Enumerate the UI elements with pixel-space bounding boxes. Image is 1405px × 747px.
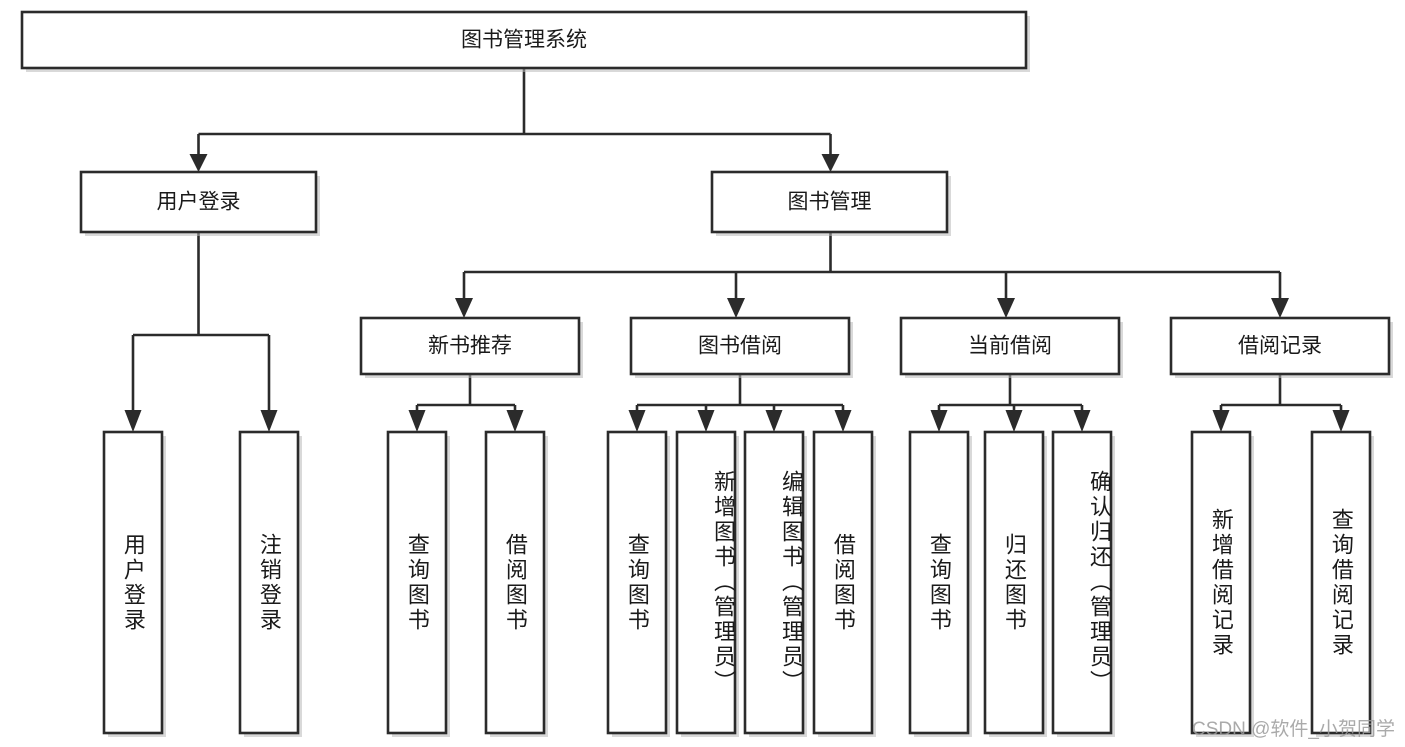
arrowhead-leaf-add-record (1212, 410, 1230, 432)
arrowhead-leaf-user-login (124, 410, 142, 432)
leaf-add-book-box[interactable] (675, 430, 737, 735)
new-book-rec-node-label: 新书推荐 (428, 335, 512, 358)
user-login-node-box[interactable] (79, 170, 318, 234)
leaf-query-book-3-box[interactable] (908, 430, 970, 735)
book-borrow-node-label: 图书借阅 (698, 335, 782, 358)
new-book-rec-node-box[interactable] (359, 316, 581, 376)
arrowhead-leaf-borrow-book-1 (506, 410, 524, 432)
leaf-query-book-1-box[interactable] (386, 430, 448, 735)
leaf-add-record-box[interactable] (1190, 430, 1252, 735)
leaf-query-record-box[interactable] (1310, 430, 1372, 735)
connector-layer (124, 68, 1350, 432)
root-node-label: 图书管理系统 (461, 29, 587, 52)
arrowhead-book-mgmt (821, 154, 840, 172)
arrowhead-leaf-query-book-3 (930, 410, 948, 432)
leaf-query-book-2-box[interactable] (606, 430, 668, 735)
borrow-record-node-box[interactable] (1169, 316, 1391, 376)
arrowhead-leaf-add-book (697, 410, 715, 432)
borrow-record-node-label: 借阅记录 (1238, 335, 1322, 358)
arrowhead-leaf-query-record (1332, 410, 1350, 432)
arrowhead-leaf-query-book-2 (628, 410, 646, 432)
arrowhead-user-login (189, 154, 208, 172)
arrowhead-new-book-rec (455, 298, 473, 318)
arrowhead-current-borrow (997, 298, 1015, 318)
leaf-edit-book-box[interactable] (743, 430, 805, 735)
arrowhead-leaf-edit-book (765, 410, 783, 432)
arrowhead-leaf-return-book (1005, 410, 1023, 432)
book-mgmt-node-label: 图书管理 (788, 191, 872, 214)
arrowhead-borrow-record (1271, 298, 1289, 318)
leaf-confirm-return-box[interactable] (1051, 430, 1113, 735)
node-layer: 图书管理系统 用户登录 图书管理 新书推荐 图书借阅 当前借阅 借阅记录 (20, 10, 1393, 737)
watermark-text: CSDN @软件_小贺同学 (1192, 719, 1395, 740)
current-borrow-node-label: 当前借阅 (968, 335, 1052, 358)
leaf-user-login-box[interactable] (102, 430, 164, 735)
root-node-box[interactable] (20, 10, 1028, 70)
current-borrow-node-box[interactable] (899, 316, 1121, 376)
book-borrow-node-box[interactable] (629, 316, 851, 376)
arrowhead-leaf-logout (260, 410, 278, 432)
user-login-node-label: 用户登录 (157, 191, 241, 214)
leaf-borrow-book-1-box[interactable] (484, 430, 546, 735)
arrowhead-leaf-confirm-return (1073, 410, 1091, 432)
leaf-logout-box[interactable] (238, 430, 300, 735)
leaf-borrow-book-2-box[interactable] (812, 430, 874, 735)
arrowhead-book-borrow (727, 298, 745, 318)
book-mgmt-node-box[interactable] (710, 170, 949, 234)
arrowhead-leaf-borrow-book-2 (834, 410, 852, 432)
leaf-return-book-box[interactable] (983, 430, 1045, 735)
arrowhead-leaf-query-book-1 (408, 410, 426, 432)
